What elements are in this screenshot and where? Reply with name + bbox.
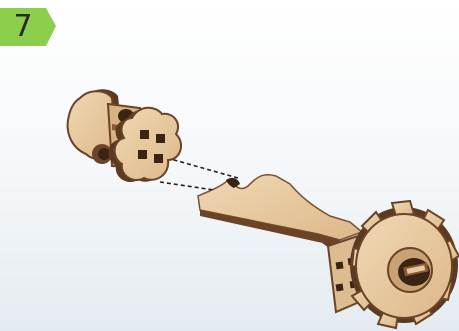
hub-block — [68, 89, 181, 182]
shaft-arm — [198, 175, 362, 250]
gear-wheel — [328, 201, 459, 328]
